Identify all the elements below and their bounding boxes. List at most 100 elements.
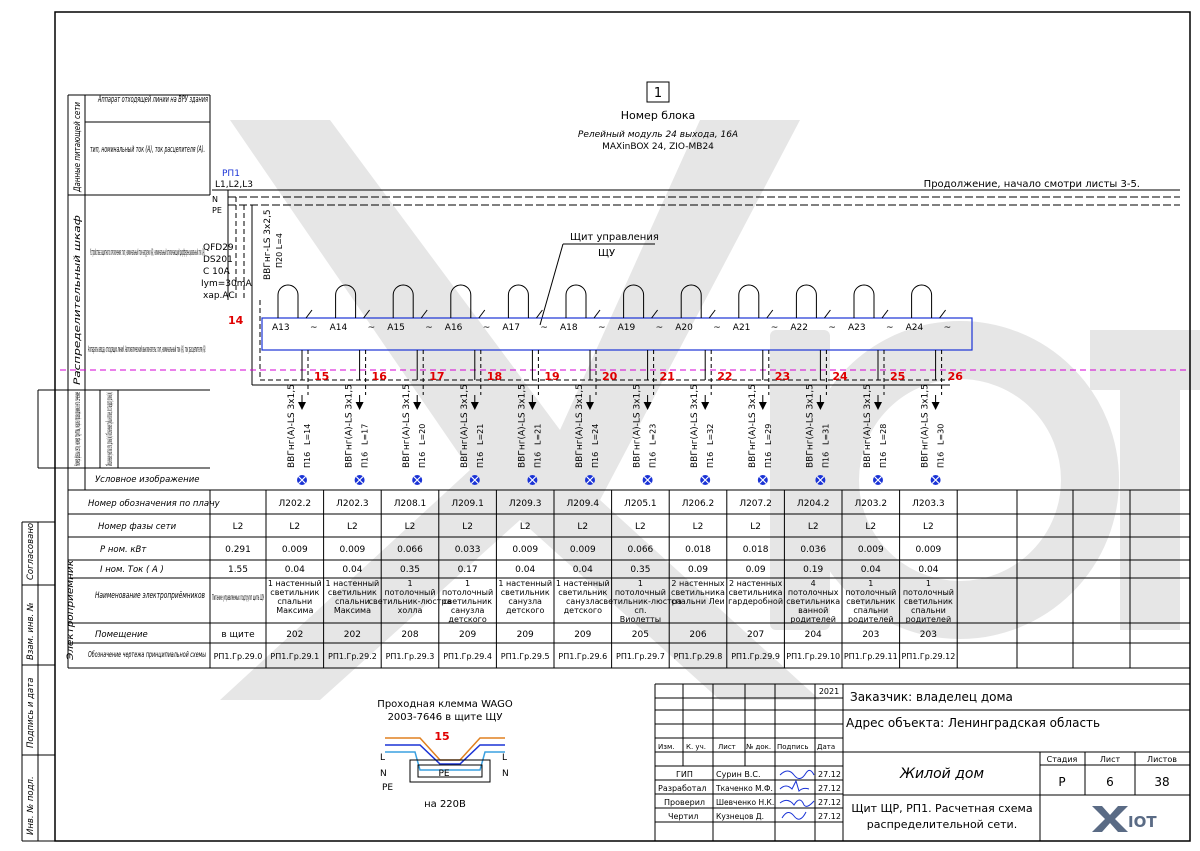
relay-output-label: А14 xyxy=(330,323,348,333)
cable-label: ВВГнг(А)-LS 3x1,5 xyxy=(805,384,815,468)
loop-wire xyxy=(623,284,645,318)
svg-text:27.12: 27.12 xyxy=(818,770,841,779)
svg-text:Питание управляемых подгрупп щ: Питание управляемых подгрупп щита ЩУ xyxy=(212,593,264,602)
phase: L2 xyxy=(808,522,819,532)
drawing-ref: РП1.Гр.29.11 xyxy=(844,652,898,661)
relay-tilde: ~ xyxy=(944,323,952,333)
room: 209 xyxy=(517,630,534,640)
receivers-table-grid xyxy=(68,489,1190,669)
arrow-head xyxy=(701,402,710,410)
drawing-ref: РП1.Гр.29.2 xyxy=(328,652,377,661)
cable-label: ВВГнг(А)-LS 3x1,5 xyxy=(517,384,527,468)
cable-label: ВВГнг(А)-LS 3x1,5 xyxy=(402,384,412,468)
phase: L2 xyxy=(347,522,358,532)
lamp-cross xyxy=(586,476,594,484)
lamp-cross xyxy=(701,476,710,484)
power: 0.066 xyxy=(397,545,423,555)
contact-line xyxy=(420,309,428,319)
loop-wire xyxy=(450,284,472,318)
current: 0.04 xyxy=(573,565,593,575)
svg-text:N: N xyxy=(502,769,509,779)
tube-label: П16 xyxy=(649,452,658,468)
wago-title1: Проходная клемма WAGO xyxy=(377,699,513,710)
sheet-frame xyxy=(21,11,1191,842)
object-name: Жилой дом xyxy=(899,766,984,782)
hdr-power: Р ном. кВт xyxy=(100,545,147,555)
contact-line xyxy=(363,309,370,319)
contact-line xyxy=(824,309,831,319)
svg-text:0.291: 0.291 xyxy=(225,545,251,555)
hdr-receiver-name: Наименование электроприёмников xyxy=(95,591,205,601)
relay-output-label: А18 xyxy=(560,323,578,333)
svg-text:Чертил: Чертил xyxy=(668,812,698,821)
svg-text:ГИП: ГИП xyxy=(676,770,693,779)
cable-label: ВВГнг(А)-LS 3x1,5 xyxy=(921,384,931,468)
svg-text:К. уч.: К. уч. xyxy=(686,743,706,751)
svg-text:Подпись: Подпись xyxy=(777,743,809,751)
length-label: L=31 xyxy=(821,424,830,445)
label-receivers: Электроприемник xyxy=(66,559,76,661)
current: 0.35 xyxy=(630,565,650,575)
group-number: 25 xyxy=(890,370,905,383)
contact-line xyxy=(536,309,543,319)
block-header: 1 Номер блока Релейный модуль 24 выхода,… xyxy=(578,81,1140,190)
current: 0.04 xyxy=(342,565,362,575)
relay-tilde: ~ xyxy=(368,323,376,333)
group-number: 19 xyxy=(544,370,559,383)
current: 0.04 xyxy=(515,565,535,575)
relay-tilde: ~ xyxy=(828,323,836,333)
label-type-current: тип, номинальный ток (А), ток расцепител… xyxy=(90,145,205,155)
xiot-logo: IOT xyxy=(1092,806,1157,832)
length-label: L=32 xyxy=(706,424,715,445)
label-apparatus-vru: Аппарат отходящей линии на ВРУ здания xyxy=(97,95,208,105)
drawing-ref: РП1.Гр.29.8 xyxy=(674,652,723,661)
phase: L2 xyxy=(289,522,300,532)
room: 203 xyxy=(920,630,937,640)
group-number: 24 xyxy=(832,370,848,383)
left-labels: Аппарат отходящей линии на ВРУ здания ти… xyxy=(26,95,208,835)
phase: L2 xyxy=(865,522,876,532)
lamp-cross xyxy=(931,476,940,484)
phase: L2 xyxy=(750,522,761,532)
room: 207 xyxy=(747,630,764,640)
length-label: L=21 xyxy=(476,424,485,445)
group-number: 22 xyxy=(717,370,732,383)
power: 0.009 xyxy=(858,545,884,555)
room: 208 xyxy=(401,630,418,640)
plan-number: Л205.1 xyxy=(624,499,657,509)
power: 0.009 xyxy=(916,545,942,555)
contact-line xyxy=(478,309,486,319)
panel-n: N xyxy=(212,195,218,204)
label-input-block: Аппараты ввода, отходящих линий. Автомат… xyxy=(88,345,206,355)
room: 204 xyxy=(805,630,822,640)
label-supply-data: Данные питающей сети xyxy=(73,102,83,193)
title-block-text: 2021 Заказчик: владелец дома Адрес объек… xyxy=(658,687,1177,832)
ref-number: 14 xyxy=(228,314,244,327)
relay-output-label: А19 xyxy=(618,323,636,333)
svg-text:Изм.: Изм. xyxy=(658,743,674,751)
current: 0.17 xyxy=(458,565,478,575)
svg-text:Iym=30mA: Iym=30mA xyxy=(201,279,253,289)
current: 0.04 xyxy=(918,565,938,575)
label-dist-cabinet: Распределительный шкаф xyxy=(73,215,83,385)
relay-tilde: ~ xyxy=(483,323,491,333)
cable-label: ВВГнг(А)-LS 3x1,5 xyxy=(460,384,470,468)
drawing-ref: РП1.Гр.29.6 xyxy=(558,652,607,661)
group-number: 18 xyxy=(487,370,502,383)
watermark-logo xyxy=(220,120,1200,700)
svg-text:Разработал: Разработал xyxy=(658,784,706,793)
room: 206 xyxy=(689,630,706,640)
loop-wire xyxy=(911,284,933,318)
svg-text:Ткаченко М.Ф.: Ткаченко М.Ф. xyxy=(715,784,773,793)
